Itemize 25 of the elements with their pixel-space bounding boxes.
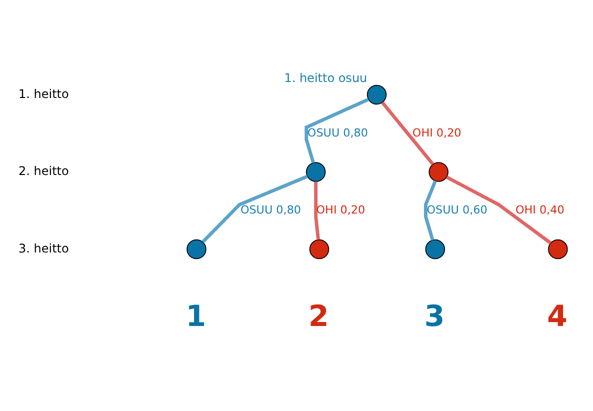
node-circle [186,239,206,260]
label: 1. heitto [18,86,69,101]
connector [424,180,437,241]
node-label: 3 [424,298,445,333]
node-label: 1 [186,298,206,333]
node-label: 4 [547,298,568,333]
node-circle [428,162,448,182]
connector [314,182,320,240]
label: 3. heitto [18,241,69,256]
connector [202,174,308,244]
node-label: 1. heitto osuu [284,71,368,86]
connector [304,98,370,164]
label: 2. heitto [18,164,69,178]
edge-label: OHI 0,40 [515,204,564,217]
edge-label: OSUU 0,80 [240,204,302,217]
edge-label: OSUU 0,80 [307,126,368,140]
node-circle [548,239,568,260]
connector [381,102,434,166]
edge-label: OHI 0,20 [412,126,462,140]
node-circle [309,239,330,260]
node-circle [366,84,387,105]
connector [446,176,552,244]
node-circle [306,162,326,182]
node-circle [425,239,446,260]
node-label: 2 [308,298,329,333]
